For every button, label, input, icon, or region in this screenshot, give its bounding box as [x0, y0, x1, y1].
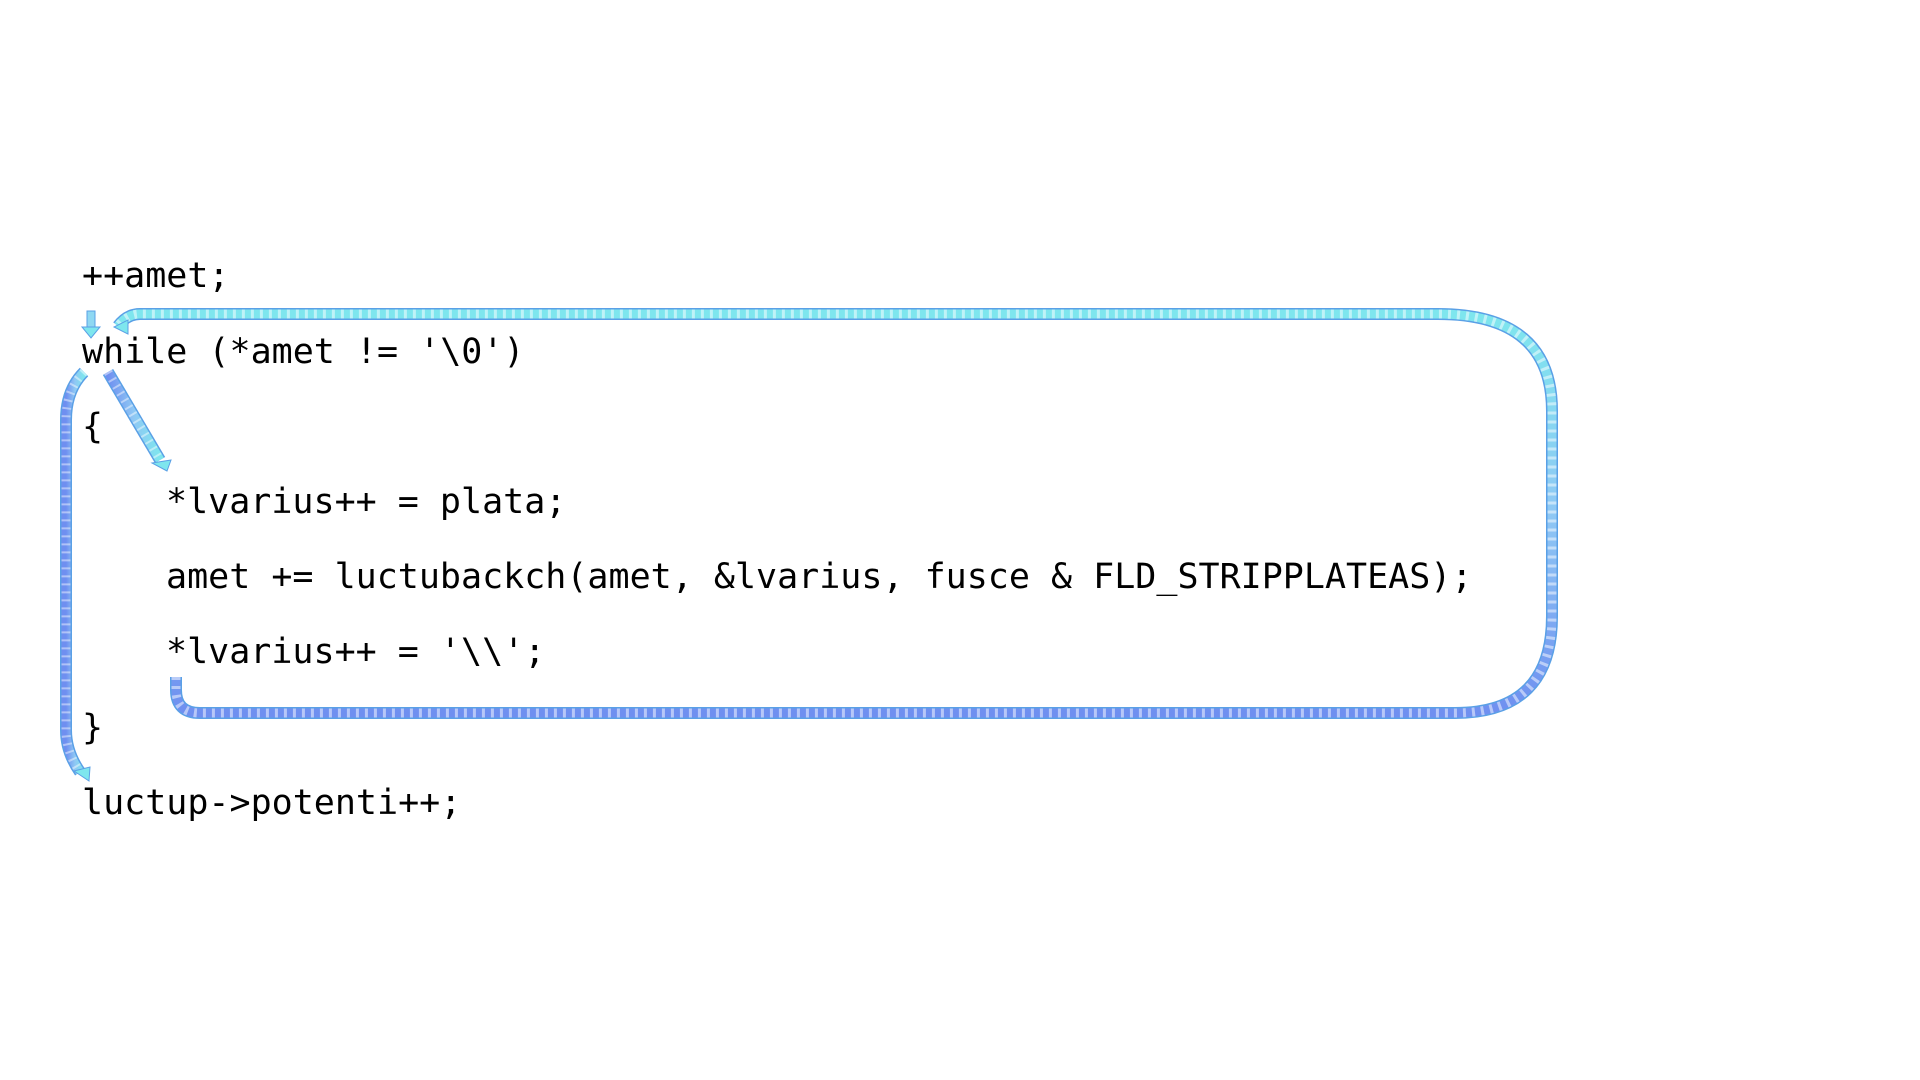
code-line-increment-potenti: luctup->potenti++;: [82, 783, 462, 823]
arrow-entry-to-while: [80, 310, 102, 339]
arrow-while-to-body: [102, 368, 172, 472]
arrow-loop-back: [112, 308, 1558, 719]
code-line-luctubackch-call: amet += luctubackch(amet, &lvarius, fusc…: [166, 557, 1473, 597]
code-line-assign-plata: *lvarius++ = plata;: [166, 482, 567, 522]
arrow-while-to-exit: [60, 367, 91, 782]
code-line-close-brace: }: [82, 708, 104, 748]
code-line-assign-backslash: *lvarius++ = '\\';: [166, 632, 546, 672]
code-line-open-brace: {: [82, 407, 104, 447]
code-line-increment-amet: ++amet;: [82, 256, 230, 296]
code-line-while-condition: while (*amet != '\0'): [82, 332, 525, 372]
